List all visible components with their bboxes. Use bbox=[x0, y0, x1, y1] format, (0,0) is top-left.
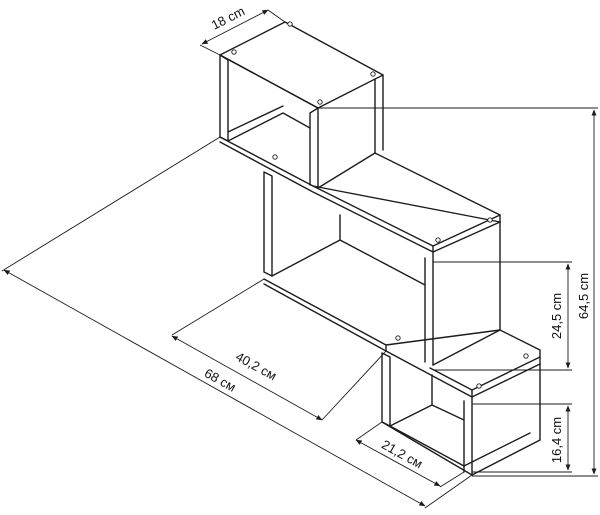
screw-dot bbox=[395, 335, 401, 341]
screw-dot bbox=[231, 49, 237, 55]
top-box-top-face bbox=[219, 21, 384, 109]
bottom-width-label: 40,2 см bbox=[233, 349, 279, 384]
screw-dot bbox=[317, 99, 323, 105]
total-height-label: 64,5 cm bbox=[576, 273, 591, 319]
screw-dot bbox=[272, 154, 278, 160]
screw-dot bbox=[476, 383, 482, 389]
small-height-label: 16,4 cm bbox=[549, 417, 564, 463]
depth-label: 18 cm bbox=[209, 3, 247, 32]
small-box-left-panel bbox=[381, 352, 391, 427]
screw-dot bbox=[523, 353, 529, 359]
middle-left-panel bbox=[263, 171, 273, 277]
screw-dot bbox=[370, 71, 376, 77]
screw-dot bbox=[287, 21, 293, 27]
top-box-left-panel bbox=[219, 54, 229, 142]
mid-height-label: 24,5 cm bbox=[549, 293, 564, 339]
shelf-unit bbox=[219, 21, 541, 476]
screw-dot bbox=[435, 237, 441, 243]
dimension-lines bbox=[1, 9, 598, 509]
screw-dot bbox=[487, 217, 493, 223]
